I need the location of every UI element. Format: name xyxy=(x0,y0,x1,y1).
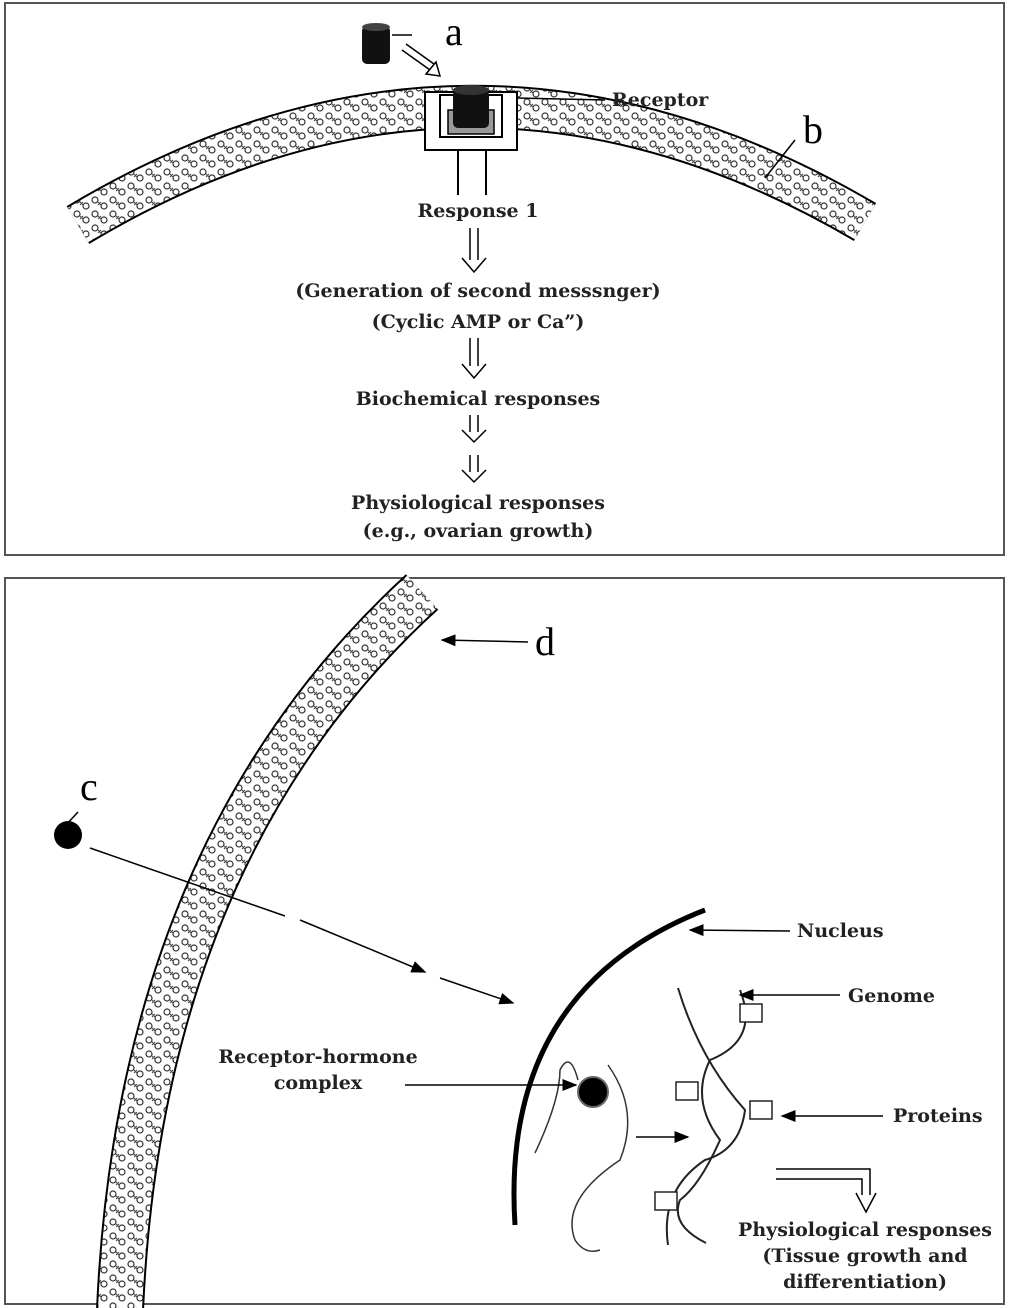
hormone-c-icon xyxy=(54,821,82,849)
double-arrow-icon xyxy=(401,43,442,77)
top-panel-frame xyxy=(4,2,1005,556)
genome-label: Genome xyxy=(848,985,935,1007)
receptor-label: Receptor xyxy=(612,89,709,111)
genome-strands xyxy=(665,987,747,1246)
response-line3: differentiation) xyxy=(783,1271,947,1293)
receptor xyxy=(424,85,518,195)
cell-membrane-bottom xyxy=(96,574,439,1308)
response-line1: Physiological responses xyxy=(738,1219,992,1241)
receptor-hormone-complex xyxy=(534,1061,629,1252)
protein-boxes xyxy=(654,1003,773,1211)
step-example: (e.g., ovarian growth) xyxy=(363,520,594,542)
complex-label-line1: Receptor-hormone xyxy=(218,1046,417,1068)
label-d: d xyxy=(535,619,555,664)
label-a: a xyxy=(445,9,463,54)
hormone-a-icon xyxy=(362,23,412,64)
step-cyclic-amp: (Cyclic AMP or Ca”) xyxy=(372,311,585,333)
complex-label-line2: complex xyxy=(274,1072,363,1094)
nucleus-membrane xyxy=(511,907,706,1226)
response-double-arrow-icon xyxy=(776,1168,877,1214)
response-line2: (Tissue growth and xyxy=(762,1245,967,1267)
flow-arrows xyxy=(461,228,487,484)
proteins-label: Proteins xyxy=(893,1105,983,1127)
bottom-panel-frame xyxy=(4,577,1005,1305)
hormone-path-arrow xyxy=(89,847,515,1005)
step-physiological: Physiological responses xyxy=(351,492,605,514)
label-c: c xyxy=(80,764,98,809)
step-response-1: Response 1 xyxy=(418,200,539,222)
label-b: b xyxy=(803,107,823,152)
step-second-messenger: (Generation of second messsnger) xyxy=(295,280,660,302)
nucleus-label: Nucleus xyxy=(797,920,884,942)
step-biochemical: Biochemical responses xyxy=(356,388,601,410)
